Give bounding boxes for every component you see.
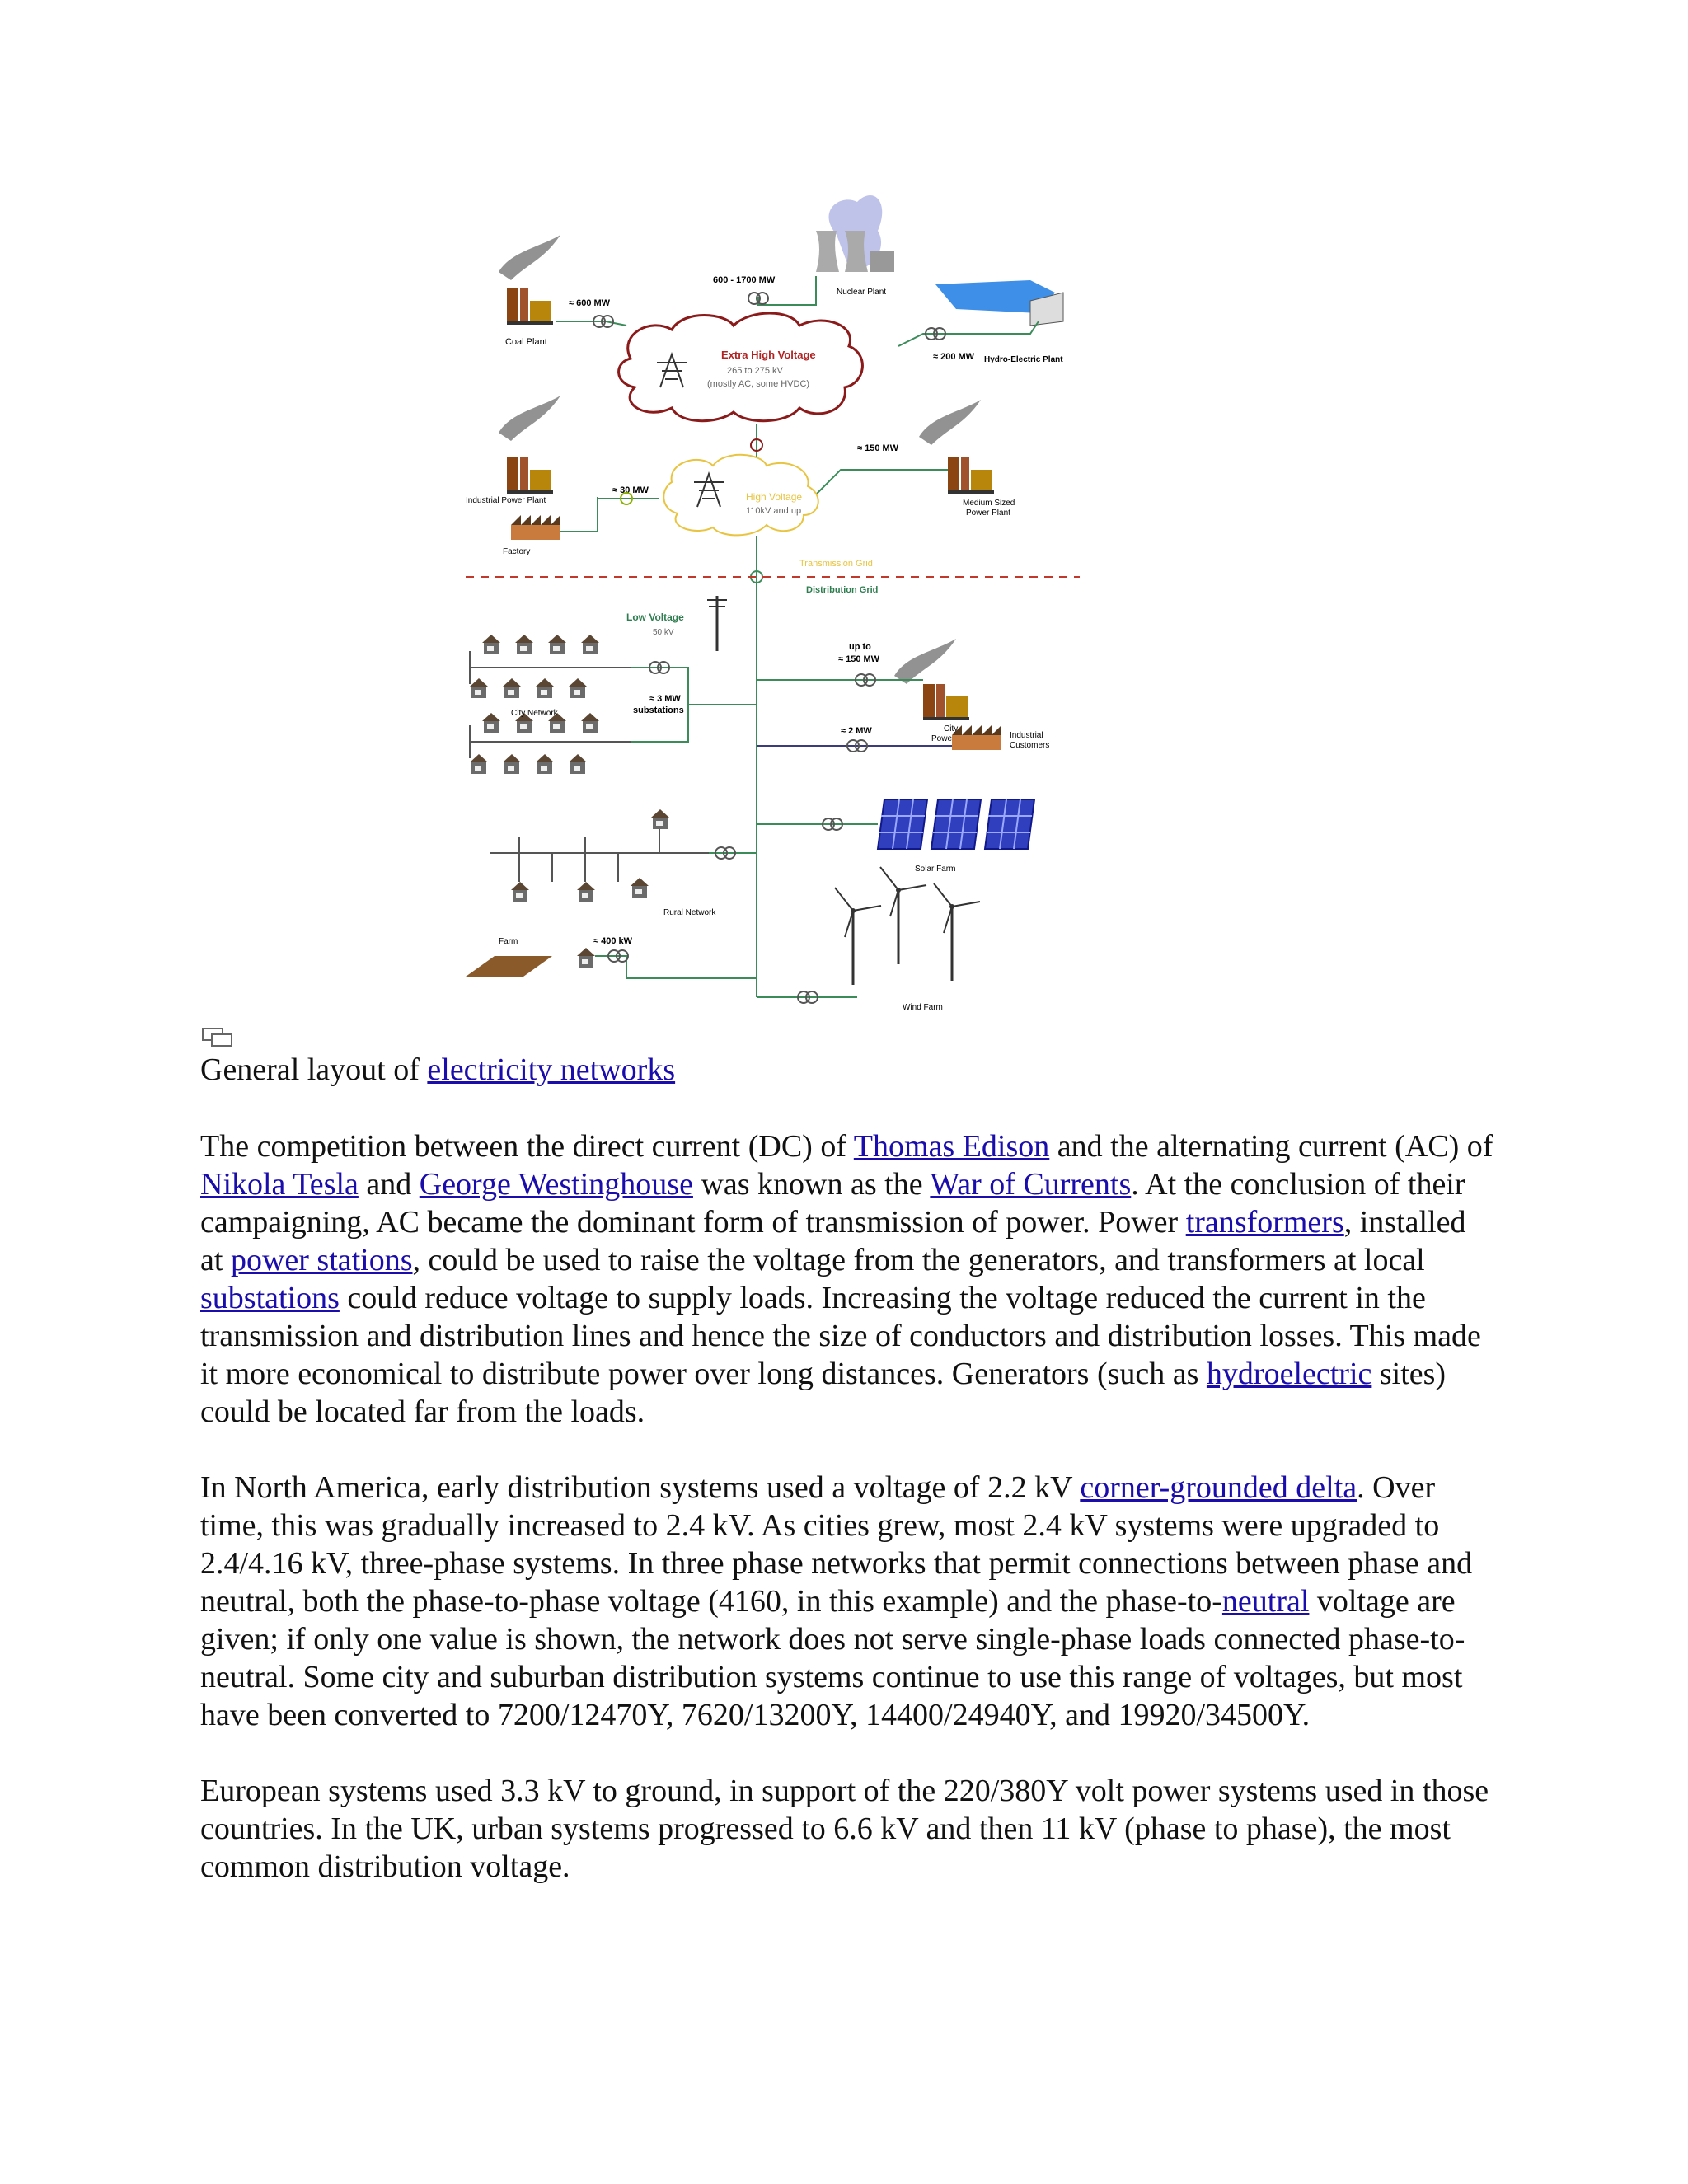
solar-farm-icon [877, 799, 1035, 850]
farm-label: Farm [499, 937, 518, 946]
rural-network-label: Rural Network [663, 908, 716, 917]
text-run: European systems used 3.3 kV to ground, … [200, 1774, 1489, 1884]
high-voltage-cloud [663, 453, 819, 537]
paragraph-european-systems: European systems used 3.3 kV to ground, … [200, 1772, 1494, 1886]
industrial-customers-label-2: Customers [1010, 741, 1049, 750]
hv-line1: 110kV and up [746, 506, 801, 516]
factory-icon [511, 515, 560, 540]
text-run: voltage are given; if only one value is … [200, 1584, 1465, 1732]
city-up-to-label: up to [849, 642, 871, 652]
link-hydroelectric[interactable]: hydroelectric [1206, 1357, 1372, 1391]
factory-label: Factory [503, 547, 530, 556]
ehv-line2: (mostly AC, some HVDC) [707, 379, 809, 389]
wind-farm-label: Wind Farm [903, 1003, 943, 1012]
farm-kw-label: ≈ 400 kW [593, 936, 633, 946]
text-run: and [358, 1167, 420, 1202]
low-voltage-label: Low Voltage [626, 612, 684, 623]
text-run: sites) could be located far from the loa… [200, 1357, 1447, 1429]
substation-mw-label: ≈ 3 MW [649, 694, 681, 704]
coal-plant-label: Coal Plant [505, 337, 547, 347]
city-mw-label: ≈ 150 MW [838, 654, 880, 664]
link-thomas-edison[interactable]: Thomas Edison [853, 1129, 1050, 1164]
link-power-stations[interactable]: power stations [230, 1243, 413, 1277]
paragraph-war-of-currents: The competition between the direct curre… [200, 1127, 1494, 1431]
nuclear-mw-label: 600 - 1700 MW [713, 275, 776, 285]
rural-network-houses [490, 809, 709, 902]
text-run: and the alternating current (AC) of [1049, 1129, 1493, 1164]
text-run: In North America, early distribution sys… [200, 1470, 1081, 1505]
link-substations[interactable]: substations [200, 1281, 340, 1315]
link-neutral[interactable]: neutral [1221, 1584, 1310, 1619]
smoke-icon [919, 400, 981, 445]
coal-plant-icon [507, 288, 553, 325]
hv-title: High Voltage [746, 491, 802, 503]
article-body: The competition between the direct curre… [200, 1127, 1494, 1924]
industrial-plant-label: Industrial Power Plant [466, 496, 546, 505]
city-plant-label-1: City [944, 724, 958, 733]
electricity-network-diagram: Coal Plant ≈ 600 MW 600 - 1700 MW Nuclea… [462, 185, 1088, 1043]
industrial-power-plant-icon [507, 457, 553, 494]
link-george-westinghouse[interactable]: George Westinghouse [419, 1167, 693, 1202]
industrial-customers-icon [952, 725, 1001, 750]
city-power-plant-icon [923, 684, 969, 720]
hydro-plant-label: Hydro-Electric Plant [984, 355, 1063, 364]
industrial-mw-label: ≈ 30 MW [612, 485, 649, 495]
text-run: . At the conclusion of their campaigning… [200, 1167, 1465, 1240]
medium-power-plant-icon [948, 457, 994, 494]
substations-label: substations [633, 705, 684, 715]
solar-farm-label: Solar Farm [915, 865, 955, 874]
enlarge-icon[interactable] [200, 1026, 233, 1049]
distribution-grid-label: Distribution Grid [806, 585, 878, 595]
text-run: was known as the [692, 1167, 931, 1202]
text-run: The competition between the direct curre… [200, 1129, 854, 1164]
industrial-cust-mw-label: ≈ 2 MW [841, 726, 872, 736]
medium-plant-label-1: Medium Sized [963, 499, 1015, 508]
figure-caption: General layout of electricity networks [200, 1051, 1486, 1089]
text-run: could reduce voltage to supply loads. In… [200, 1281, 1481, 1391]
ehv-title: Extra High Voltage [721, 349, 816, 361]
city-network-label: City Network [511, 709, 559, 718]
city-network-houses [469, 635, 631, 774]
link-electricity-networks[interactable]: electricity networks [427, 1052, 676, 1087]
medium-plant-label-2: Power Plant [966, 509, 1010, 518]
paragraph-north-america: In North America, early distribution sys… [200, 1469, 1494, 1734]
caption-text: General layout of [200, 1052, 428, 1087]
text-run: , installed at [200, 1205, 1466, 1277]
low-voltage-kv-label: 50 kV [653, 628, 674, 637]
farm-field-icon [466, 956, 552, 977]
wind-farm-icon [833, 865, 982, 987]
link-transformers[interactable]: transformers [1185, 1205, 1344, 1240]
extra-high-voltage-cloud [617, 312, 864, 423]
nuclear-plant-label: Nuclear Plant [837, 288, 886, 297]
coal-mw-label: ≈ 600 MW [569, 298, 611, 308]
link-nikola-tesla[interactable]: Nikola Tesla [200, 1167, 359, 1202]
smoke-icon [894, 639, 956, 684]
industrial-customers-label-1: Industrial [1010, 731, 1043, 740]
text-run: . Over time, this was gradually increase… [200, 1470, 1473, 1619]
transmission-grid-label: Transmission Grid [799, 559, 873, 569]
text-run: , could be used to raise the voltage fro… [412, 1243, 1425, 1277]
farm-house-icon [577, 948, 595, 968]
link-war-of-currents[interactable]: War of Currents [930, 1167, 1132, 1202]
ehv-line1: 265 to 275 kV [727, 366, 784, 376]
hydro-mw-label: ≈ 200 MW [933, 352, 975, 362]
smoke-icon [499, 235, 560, 280]
link-corner-grounded-delta[interactable]: corner-grounded delta [1080, 1470, 1357, 1505]
medium-mw-label: ≈ 150 MW [857, 443, 899, 453]
smoke-icon [499, 396, 560, 441]
